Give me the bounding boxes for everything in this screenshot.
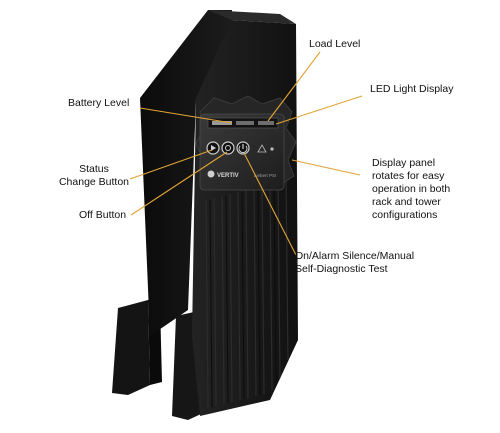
status-dot-icon — [270, 147, 274, 151]
label-on-alarm-line1: On/Alarm Silence/Manual — [295, 250, 415, 262]
label-battery-level: Battery Level — [68, 97, 130, 109]
label-status-change-line1: Status — [79, 163, 109, 175]
off-button[interactable] — [221, 141, 235, 155]
label-status-change-button: Status Change Button — [56, 163, 132, 189]
panel-buttons — [206, 141, 274, 155]
vertiv-logo: VERTIV Liebert PSI — [207, 170, 276, 179]
label-led-light-display: LED Light Display — [370, 83, 454, 95]
label-display-panel-line2: rotates for easy — [372, 170, 445, 182]
label-on-alarm: On/Alarm Silence/Manual Self-Diagnostic … — [295, 250, 414, 276]
label-status-change-line2: Change Button — [58, 176, 130, 188]
label-display-panel-line5: configurations — [372, 209, 438, 221]
label-display-panel: Display panel rotates for easy operation… — [372, 157, 450, 222]
warning-icon — [257, 144, 267, 153]
led-display — [207, 117, 279, 129]
leader-lines — [129, 51, 363, 256]
label-load-level: Load Level — [309, 38, 361, 50]
label-display-panel-line3: operation in both — [372, 183, 451, 195]
front-ribs — [205, 179, 289, 409]
label-display-panel-line4: rack and tower — [372, 196, 441, 208]
model-name: Liebert PSI — [254, 173, 276, 178]
brand-name: VERTIV — [217, 173, 239, 179]
tower-side — [140, 10, 232, 336]
label-on-alarm-line2: Self-Diagnostic Test — [295, 263, 388, 275]
label-display-panel-line1: Display panel — [372, 157, 436, 169]
tower-top — [208, 10, 296, 24]
label-off-button: Off Button — [79, 209, 127, 221]
